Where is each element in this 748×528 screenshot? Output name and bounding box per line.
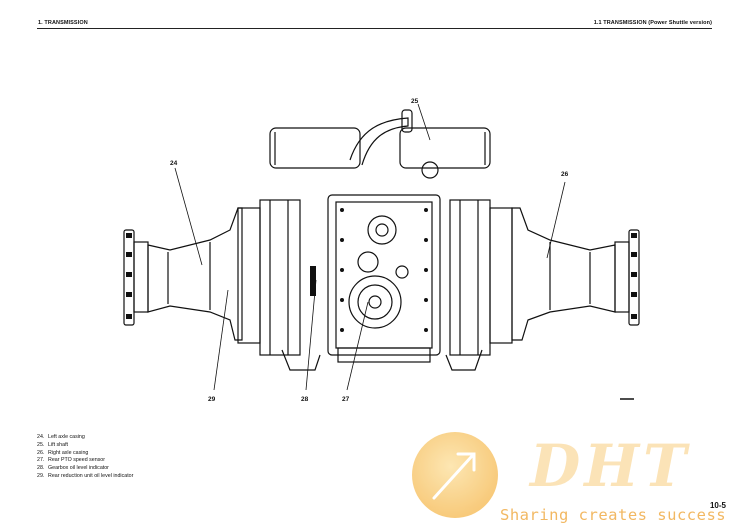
callout-24: 24: [170, 160, 178, 167]
legend-item: 24.Left axle casing: [37, 434, 85, 440]
callout-27: 27: [342, 396, 350, 403]
watermark-slogan: Sharing creates success: [500, 506, 727, 524]
watermark: DHT Sharing creates success: [410, 430, 740, 525]
callout-26: 26: [561, 171, 569, 178]
transmission-drawing: [123, 103, 640, 400]
parts-legend: 24.Left axle casing 25.Lift shaft 26.Rig…: [37, 434, 133, 481]
legend-item: 26.Right axle casing: [37, 449, 89, 456]
legend-item: 25.Lift shaft: [37, 441, 69, 448]
callout-25: 25: [411, 98, 419, 105]
callout-28: 28: [301, 396, 309, 403]
page-number: 10-5: [709, 501, 726, 510]
legend-item: 27.Rear PTO speed sensor: [37, 457, 106, 464]
watermark-logo: DHT: [530, 432, 691, 500]
watermark-circle: [412, 432, 498, 518]
callout-29: 29: [208, 396, 216, 403]
subsection-title: 1.1 TRANSMISSION (Power Shuttle version): [593, 20, 712, 26]
legend-item: 29.Rear reduction unit oil level indicat…: [37, 472, 134, 479]
section-title: 1. TRANSMISSION: [38, 20, 88, 26]
legend-item: 28.Gearbox oil level indicator: [37, 465, 109, 472]
header-rule: [37, 28, 712, 29]
arrow-icon: [432, 452, 476, 500]
